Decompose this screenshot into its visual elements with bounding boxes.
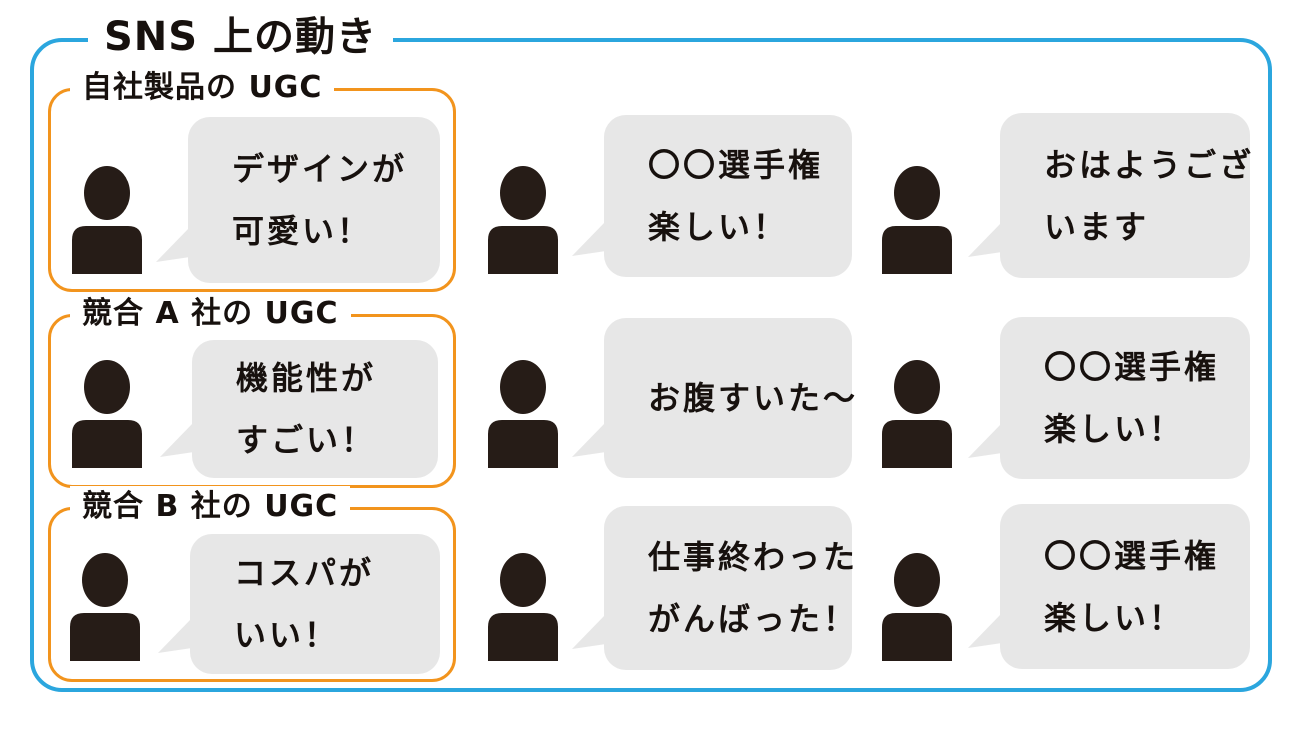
bubble-tail-icon [572,422,606,457]
bubble-text-line: 〇〇選手権 [648,146,824,184]
bubble-text-line: 楽しい！ [1044,598,1185,637]
bubble-text-line: 可愛い！ [232,212,373,250]
person-icon [486,360,560,468]
bubble-text-line: お腹すいた〜 [648,379,859,417]
speech-bubble-competitor-b: コスパが いい！ [158,534,440,674]
person-icon [68,553,142,661]
bubble-tail-icon [968,613,1002,648]
bubble-text-line: おはようござ [1044,145,1255,184]
bubble-text-line: がんばった！ [648,600,859,638]
bubble-text-line: 仕事終わった [648,538,859,576]
bubble-text-line: 機能性が [236,359,377,397]
speech-bubble-middle-2: お腹すいた〜 [572,318,855,478]
bubble-text-line: 〇〇選手権 [1044,348,1220,386]
bubble-text-line: 楽しい！ [648,208,789,246]
person-icon [880,166,954,274]
speech-bubble-middle-1: 〇〇選手権 楽しい！ [572,115,852,277]
sns-activity-frame [30,38,1272,692]
bubble-text-line: いい！ [234,616,340,654]
bubble-text-line: 〇〇選手権 [1044,536,1220,575]
bubble-tail-icon [158,618,192,653]
bubble-text-line: 楽しい！ [1044,410,1185,448]
bubble-text-line: すごい！ [236,421,377,459]
bubble-text-line: コスパが [234,554,375,592]
bubble-text-line: います [1044,207,1150,246]
bubble-tail-icon [160,422,194,457]
person-icon [70,360,144,468]
person-icon [486,553,560,661]
speech-bubble-own-product: デザインが 可愛い！ [156,117,440,283]
bubble-tail-icon [968,222,1002,257]
bubble-tail-icon [572,614,606,649]
bubble-tail-icon [968,423,1002,458]
ugc-group-own-product-label: 自社製品の UGC [70,67,335,109]
person-icon [70,166,144,274]
diagram-title: SNS 上の動き [88,12,394,62]
ugc-group-competitor-b-label: 競合 B 社の UGC [70,486,351,528]
person-icon [880,360,954,468]
bubble-tail-icon [572,221,606,256]
speech-bubble-right-2: 〇〇選手権 楽しい！ [968,317,1250,479]
speech-bubble-middle-3: 仕事終わった がんばった！ [572,506,855,670]
speech-bubble-competitor-a: 機能性が すごい！ [160,340,438,478]
bubble-tail-icon [156,227,190,262]
person-icon [880,553,954,661]
ugc-group-competitor-a-label: 競合 A 社の UGC [70,293,351,335]
speech-bubble-right-1: おはようござ います [968,113,1251,278]
person-icon [486,166,560,274]
bubble-text-line: デザインが [232,150,408,188]
speech-bubble-right-3: 〇〇選手権 楽しい！ [968,504,1250,669]
